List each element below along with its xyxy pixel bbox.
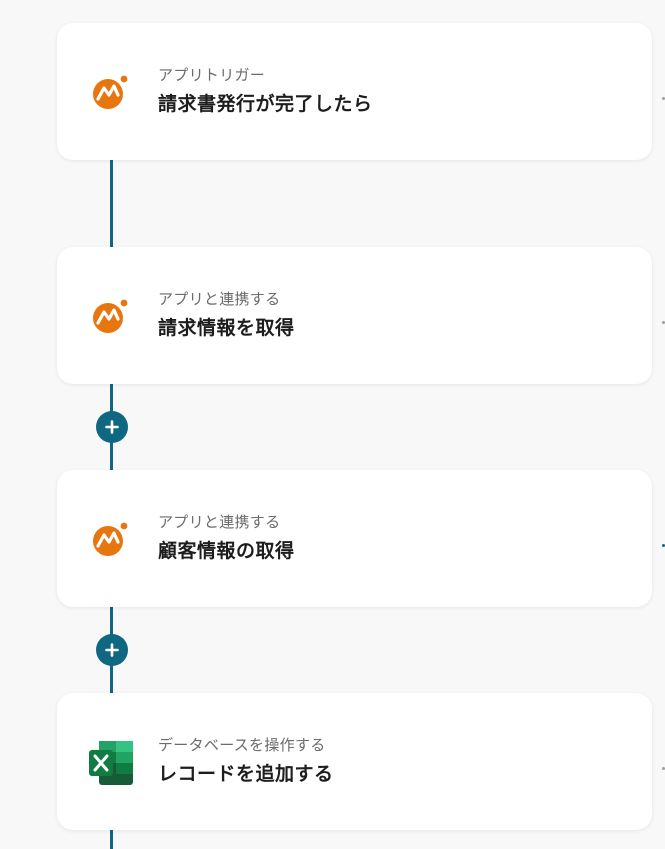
card-edge-handle xyxy=(662,97,665,100)
card-edge-handle xyxy=(662,544,665,547)
step-type-label: アプリと連携する xyxy=(158,513,281,531)
flow-step-card-get-invoice[interactable]: アプリと連携する 請求情報を取得 xyxy=(57,247,665,384)
card-edge-handle xyxy=(662,767,665,770)
money-forward-icon xyxy=(91,73,129,111)
step-title: 請求情報を取得 xyxy=(158,317,295,339)
step-title: 請求書発行が完了したら xyxy=(158,93,373,115)
step-type-label: データベースを操作する xyxy=(158,736,326,754)
flow-step-card-get-customer[interactable]: アプリと連携する 顧客情報の取得 xyxy=(57,470,665,607)
flow-step-card-trigger[interactable]: アプリトリガー 請求書発行が完了したら xyxy=(57,23,665,160)
step-type-label: アプリと連携する xyxy=(158,290,281,308)
money-forward-icon xyxy=(91,297,129,335)
connector-line xyxy=(110,159,113,247)
add-step-button[interactable] xyxy=(96,411,128,443)
add-step-button[interactable] xyxy=(96,634,128,666)
step-title: レコードを追加する xyxy=(158,763,334,785)
flow-step-card-add-record[interactable]: データベースを操作する レコードを追加する xyxy=(57,693,665,830)
plus-icon xyxy=(105,420,119,434)
excel-icon xyxy=(87,739,135,787)
card-edge-handle xyxy=(662,321,665,324)
plus-icon xyxy=(105,643,119,657)
step-type-label: アプリトリガー xyxy=(158,66,266,84)
step-title: 顧客情報の取得 xyxy=(158,540,295,562)
connector-line xyxy=(110,829,113,849)
money-forward-icon xyxy=(91,520,129,558)
